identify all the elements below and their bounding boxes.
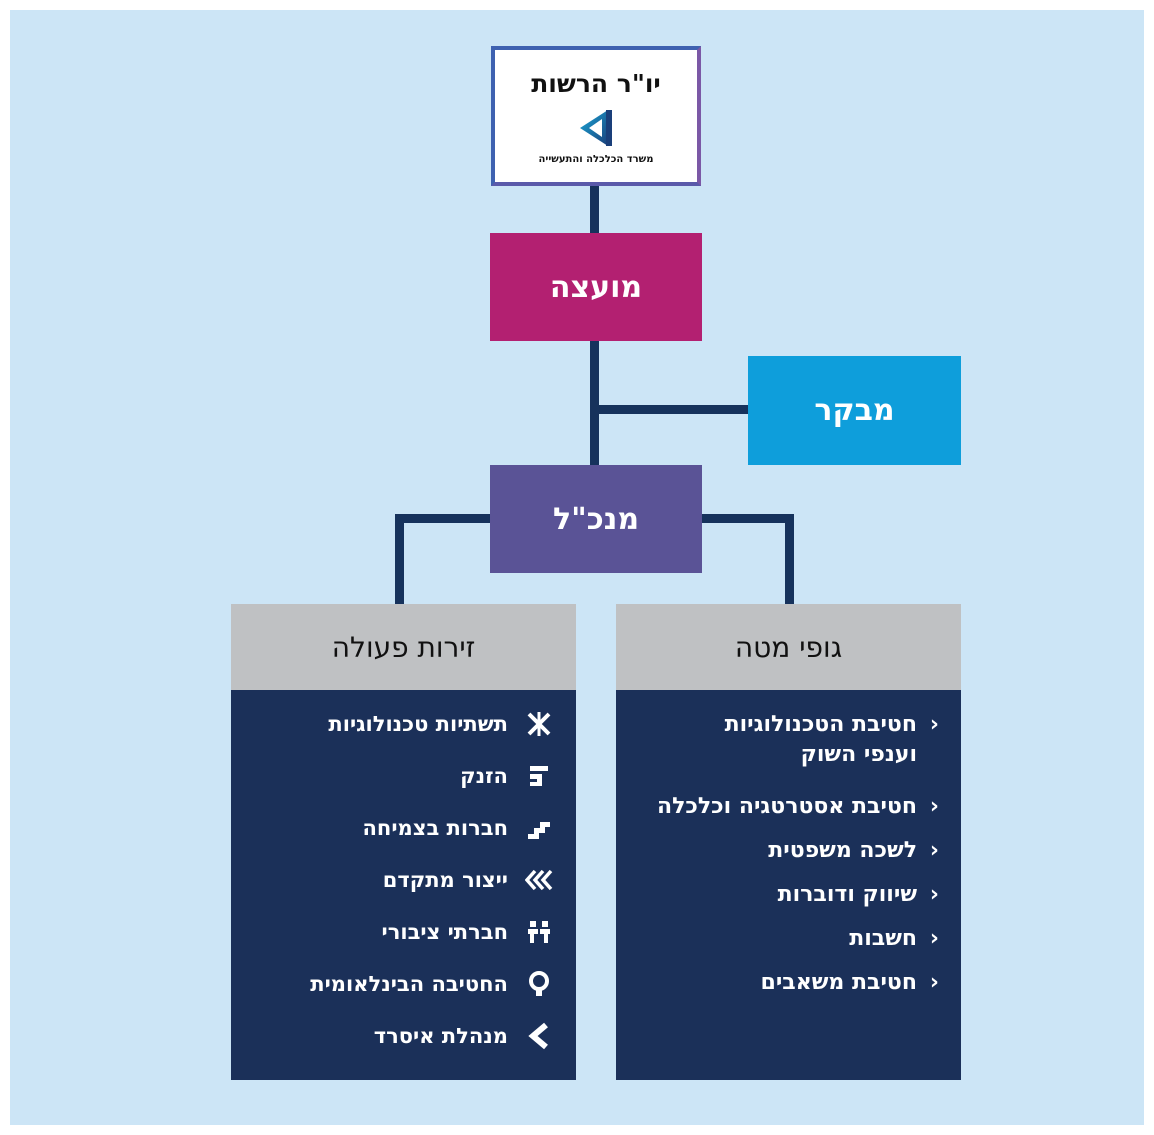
staff-panel: ‹ חטיבת הטכנולוגיות וענפי השוק ‹ חטיבת אסטרט… xyxy=(616,690,961,1080)
arena-item: תשתיות טכנולוגיות xyxy=(231,698,554,750)
staff-item-line: וענפי השוק xyxy=(800,742,917,767)
staff-item: ‹ חטיבת אסטרטגיה וכלכלה xyxy=(657,792,939,822)
star-cross-icon xyxy=(524,709,554,739)
staff-item-line: חטיבת אסטרטגיה וכלכלה xyxy=(656,794,917,819)
staff-item: ‹ חשבות xyxy=(849,924,939,954)
staff-item-label: חטיבת אסטרטגיה וכלכלה xyxy=(657,792,917,822)
chevron-icon: ‹ xyxy=(929,926,939,951)
staff-item: ‹ לשכה משפטית xyxy=(768,836,939,866)
arenas-header: זירות פעולה xyxy=(231,604,576,690)
arena-item-label: תשתיות טכנולוגיות xyxy=(328,712,508,736)
connector-right-h xyxy=(702,514,794,523)
connector-auditor xyxy=(599,405,748,414)
connector-chair-council xyxy=(590,186,599,233)
arenas-list: תשתיות טכנולוגיות הזנק חברות בצמיחה ייצור מ… xyxy=(231,698,554,1062)
staff-item: ‹ חטיבת הטכנולוגיות וענפי השוק xyxy=(725,710,939,770)
ministry-logo-icon xyxy=(580,110,612,146)
arena-item: מנהלת איסרד xyxy=(231,1010,554,1062)
staff-item-line: חטיבת משאבים xyxy=(760,970,917,995)
chair-title: יו"ר הרשות xyxy=(531,69,661,98)
staff-header: גופי מטה xyxy=(616,604,961,690)
people-icon xyxy=(524,917,554,947)
ceo-box: מנכ"ל xyxy=(490,465,702,573)
arena-item-label: מנהלת איסרד xyxy=(373,1024,508,1048)
connector-left-v xyxy=(395,514,404,604)
connector-left-h xyxy=(395,514,490,523)
arena-item-label: חברתי ציבורי xyxy=(381,920,508,944)
arena-item: חברתי ציבורי xyxy=(231,906,554,958)
staff-item-line: לשכה משפטית xyxy=(768,838,917,863)
arena-item-label: ייצור מתקדם xyxy=(382,868,508,892)
arena-item: חברות בצמיחה xyxy=(231,802,554,854)
stairs-icon xyxy=(524,813,554,843)
chair-box: יו"ר הרשות משרד הכלכלה והתעשייה xyxy=(491,46,701,186)
chevron-icon: ‹ xyxy=(929,882,939,907)
staff-item: ‹ שיווק ודוברות xyxy=(778,880,939,910)
staff-item-line: שיווק ודוברות xyxy=(777,882,917,907)
council-box: מועצה xyxy=(490,233,702,341)
arenas-panel: תשתיות טכנולוגיות הזנק חברות בצמיחה ייצור מ… xyxy=(231,690,576,1080)
staff-item-label: שיווק ודוברות xyxy=(778,880,917,910)
chevron-icon: ‹ xyxy=(929,838,939,863)
globe-pin-icon xyxy=(524,969,554,999)
auditor-box: מבקר xyxy=(748,356,961,465)
arena-item-label: חברות בצמיחה xyxy=(362,816,509,840)
steps-up-icon xyxy=(524,761,554,791)
staff-item-line: חטיבת הטכנולוגיות xyxy=(724,712,917,737)
arena-item-label: החטיבה הבינלאומית xyxy=(310,972,508,996)
staff-item-line: חשבות xyxy=(849,926,917,951)
staff-item-label: חטיבת משאבים xyxy=(761,968,917,998)
arena-item: ייצור מתקדם xyxy=(231,854,554,906)
chevron-icon: ‹ xyxy=(929,794,939,819)
staff-item-label: לשכה משפטית xyxy=(768,836,917,866)
chevron-icon: ‹ xyxy=(929,970,939,995)
chevron-left-icon xyxy=(524,1021,554,1051)
arena-item-label: הזנק xyxy=(460,764,508,788)
connector-council-ceo xyxy=(590,341,599,465)
staff-item: ‹ חטיבת משאבים xyxy=(761,968,939,998)
arena-item: החטיבה הבינלאומית xyxy=(231,958,554,1010)
ministry-name: משרד הכלכלה והתעשייה xyxy=(538,154,654,165)
arena-item: הזנק xyxy=(231,750,554,802)
staff-item-label: חשבות xyxy=(849,924,917,954)
staff-item-label: חטיבת הטכנולוגיות וענפי השוק xyxy=(725,710,917,770)
connector-right-v xyxy=(785,514,794,604)
chevron-icon: ‹ xyxy=(929,712,939,737)
triple-chevron-icon xyxy=(524,865,554,895)
